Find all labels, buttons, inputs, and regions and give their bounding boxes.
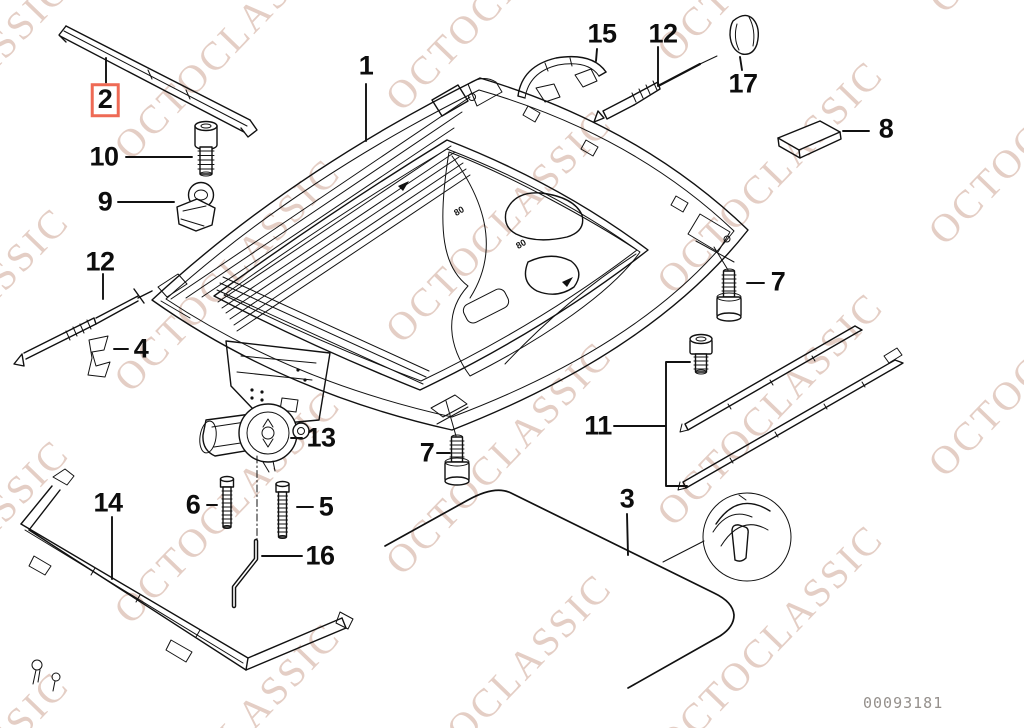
part-13-motor [199,403,310,473]
part-14-deflector [20,468,354,692]
callout-7-right[interactable]: 7 [770,266,786,297]
callout-10[interactable]: 10 [89,141,119,172]
part-12-cable-left [13,288,153,367]
part-7-screw-right [713,246,742,322]
part-3-glass [384,489,735,689]
callout-1[interactable]: 1 [358,50,374,81]
stamp-mark: 80 [452,204,466,218]
part-7-screw-center [444,400,470,486]
stamp-mark: 80 [514,237,528,251]
part-11-screw [689,333,713,375]
part-4-clip [87,335,111,378]
callout-13[interactable]: 13 [306,422,336,453]
part-8-pad [777,120,842,159]
callout-15[interactable]: 15 [587,18,617,49]
callout-9[interactable]: 9 [97,186,113,217]
part-17-cap [729,14,760,55]
leader-lines [102,46,870,580]
callout-3[interactable]: 3 [619,483,635,514]
callout-5[interactable]: 5 [318,491,334,522]
callout-4[interactable]: 4 [133,333,149,364]
callout-7-center[interactable]: 7 [419,437,435,468]
callout-16[interactable]: 16 [305,540,335,571]
part-2-rail [58,25,258,138]
callout-12-top[interactable]: 12 [648,18,678,49]
callout-6[interactable]: 6 [185,489,201,520]
callout-17[interactable]: 17 [728,68,758,99]
part-9-bracket [176,181,216,232]
callout-12-left[interactable]: 12 [85,246,115,277]
document-id: 00093181 [863,694,944,712]
part-5-bolt [275,480,290,539]
part-10-screw [194,120,218,177]
part-6-bolt [219,475,235,529]
callout-14[interactable]: 14 [93,487,123,518]
callout-8[interactable]: 8 [878,113,894,144]
part-1-frame [151,77,749,431]
part-16-crank [231,538,259,609]
callout-11[interactable]: 11 [584,410,612,441]
part-11-rails [677,325,904,491]
callout-2[interactable]: 2 [90,83,120,117]
part-12-cable-top [593,55,718,123]
seal-detail-circle [662,492,792,582]
part-15-bracket [517,55,607,103]
